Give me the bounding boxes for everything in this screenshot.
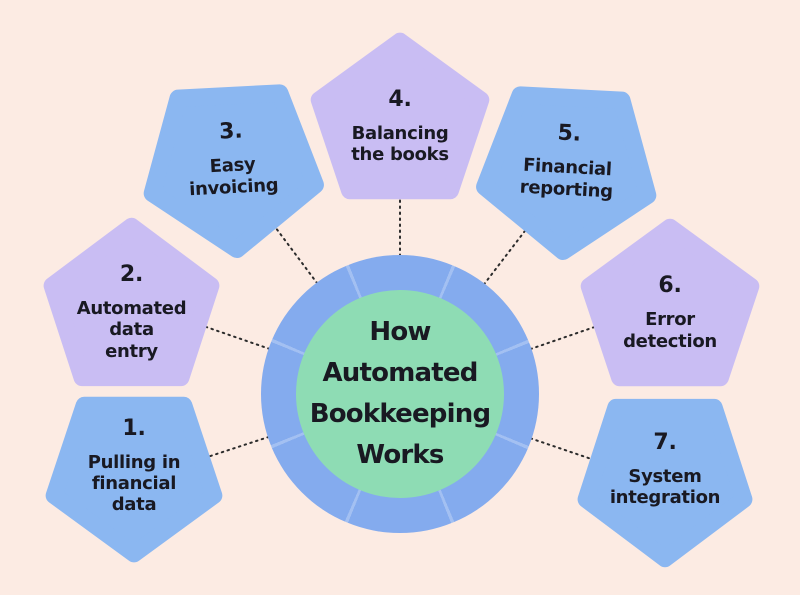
step-5-label: Financial reporting	[519, 154, 614, 202]
step-7-pentagon: 7. System integration	[572, 395, 758, 573]
step-3-pentagon: 3. Easy invoicing	[132, 78, 333, 269]
step-7-number: 7.	[653, 429, 677, 455]
diagram-title: How Automated Bookkeeping Works	[309, 316, 491, 471]
pentagon-shape-icon	[310, 32, 490, 200]
pentagon-shape-icon	[43, 217, 220, 387]
step-1-pentagon: 1. Pulling in financial data	[40, 393, 228, 568]
center-circle: How Automated Bookkeeping Works	[261, 255, 539, 533]
pentagon-shape-icon	[476, 86, 657, 261]
step-3-number: 3.	[218, 118, 244, 145]
pentagon-shape-icon	[45, 396, 223, 563]
step-7-label: System integration	[609, 465, 721, 508]
center-disc: How Automated Bookkeeping Works	[296, 290, 504, 498]
step-4-label: Balancing the books	[351, 122, 449, 165]
step-1-number: 1.	[122, 415, 146, 441]
pentagon-shape-icon	[143, 84, 324, 259]
step-2-number: 2.	[119, 262, 144, 288]
pentagon-shape-icon	[577, 398, 753, 568]
pentagon-shape-icon	[580, 218, 760, 387]
step-6-number: 6.	[658, 273, 682, 299]
step-4-number: 4.	[388, 86, 412, 112]
step-1-label: Pulling in financial data	[87, 451, 181, 516]
step-5-pentagon: 5. Financial reporting	[466, 80, 667, 271]
step-6-label: Error detection	[623, 309, 717, 352]
step-5-number: 5.	[556, 120, 582, 147]
step-4-pentagon: 4. Balancing the books	[305, 27, 495, 203]
step-2-pentagon: 2. Automated data entry	[38, 212, 225, 390]
step-2-label: Automated data entry	[76, 298, 187, 362]
step-3-label: Easy invoicing	[188, 154, 279, 200]
step-6-pentagon: 6. Error detection	[575, 213, 765, 390]
